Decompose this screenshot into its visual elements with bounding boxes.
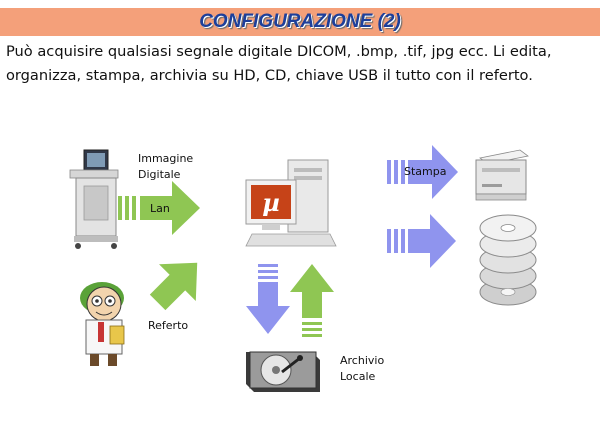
stampa-arrow — [387, 145, 458, 199]
label-immagine: Immagine — [138, 152, 194, 165]
printer-icon — [475, 149, 529, 201]
page-title: CONFIGURAZIONE (2) — [199, 11, 401, 32]
archive-down-arrow — [246, 264, 290, 334]
title-bar — [0, 8, 600, 36]
ultrasound-machine-icon — [69, 149, 119, 249]
label-referto: Referto — [148, 319, 189, 332]
doctor-cartoon-icon — [80, 282, 125, 366]
cd-arrow — [387, 214, 456, 268]
computer-icon: µ — [245, 159, 337, 247]
label-stampa: Stampa — [404, 165, 447, 178]
lan-arrow — [118, 181, 200, 235]
archive-up-arrow — [290, 264, 334, 337]
svg-text:µ: µ — [262, 188, 280, 217]
hard-disk-icon — [246, 351, 320, 392]
label-locale: Locale — [340, 370, 376, 383]
label-archivio: Archivio — [340, 354, 385, 367]
label-lan: Lan — [150, 202, 170, 215]
referto-arrow — [149, 262, 198, 311]
label-digitale: Digitale — [138, 168, 181, 181]
description-text: Può acquisire qualsiasi segnale digitale… — [6, 43, 552, 84]
cd-stack-icon — [479, 214, 537, 306]
